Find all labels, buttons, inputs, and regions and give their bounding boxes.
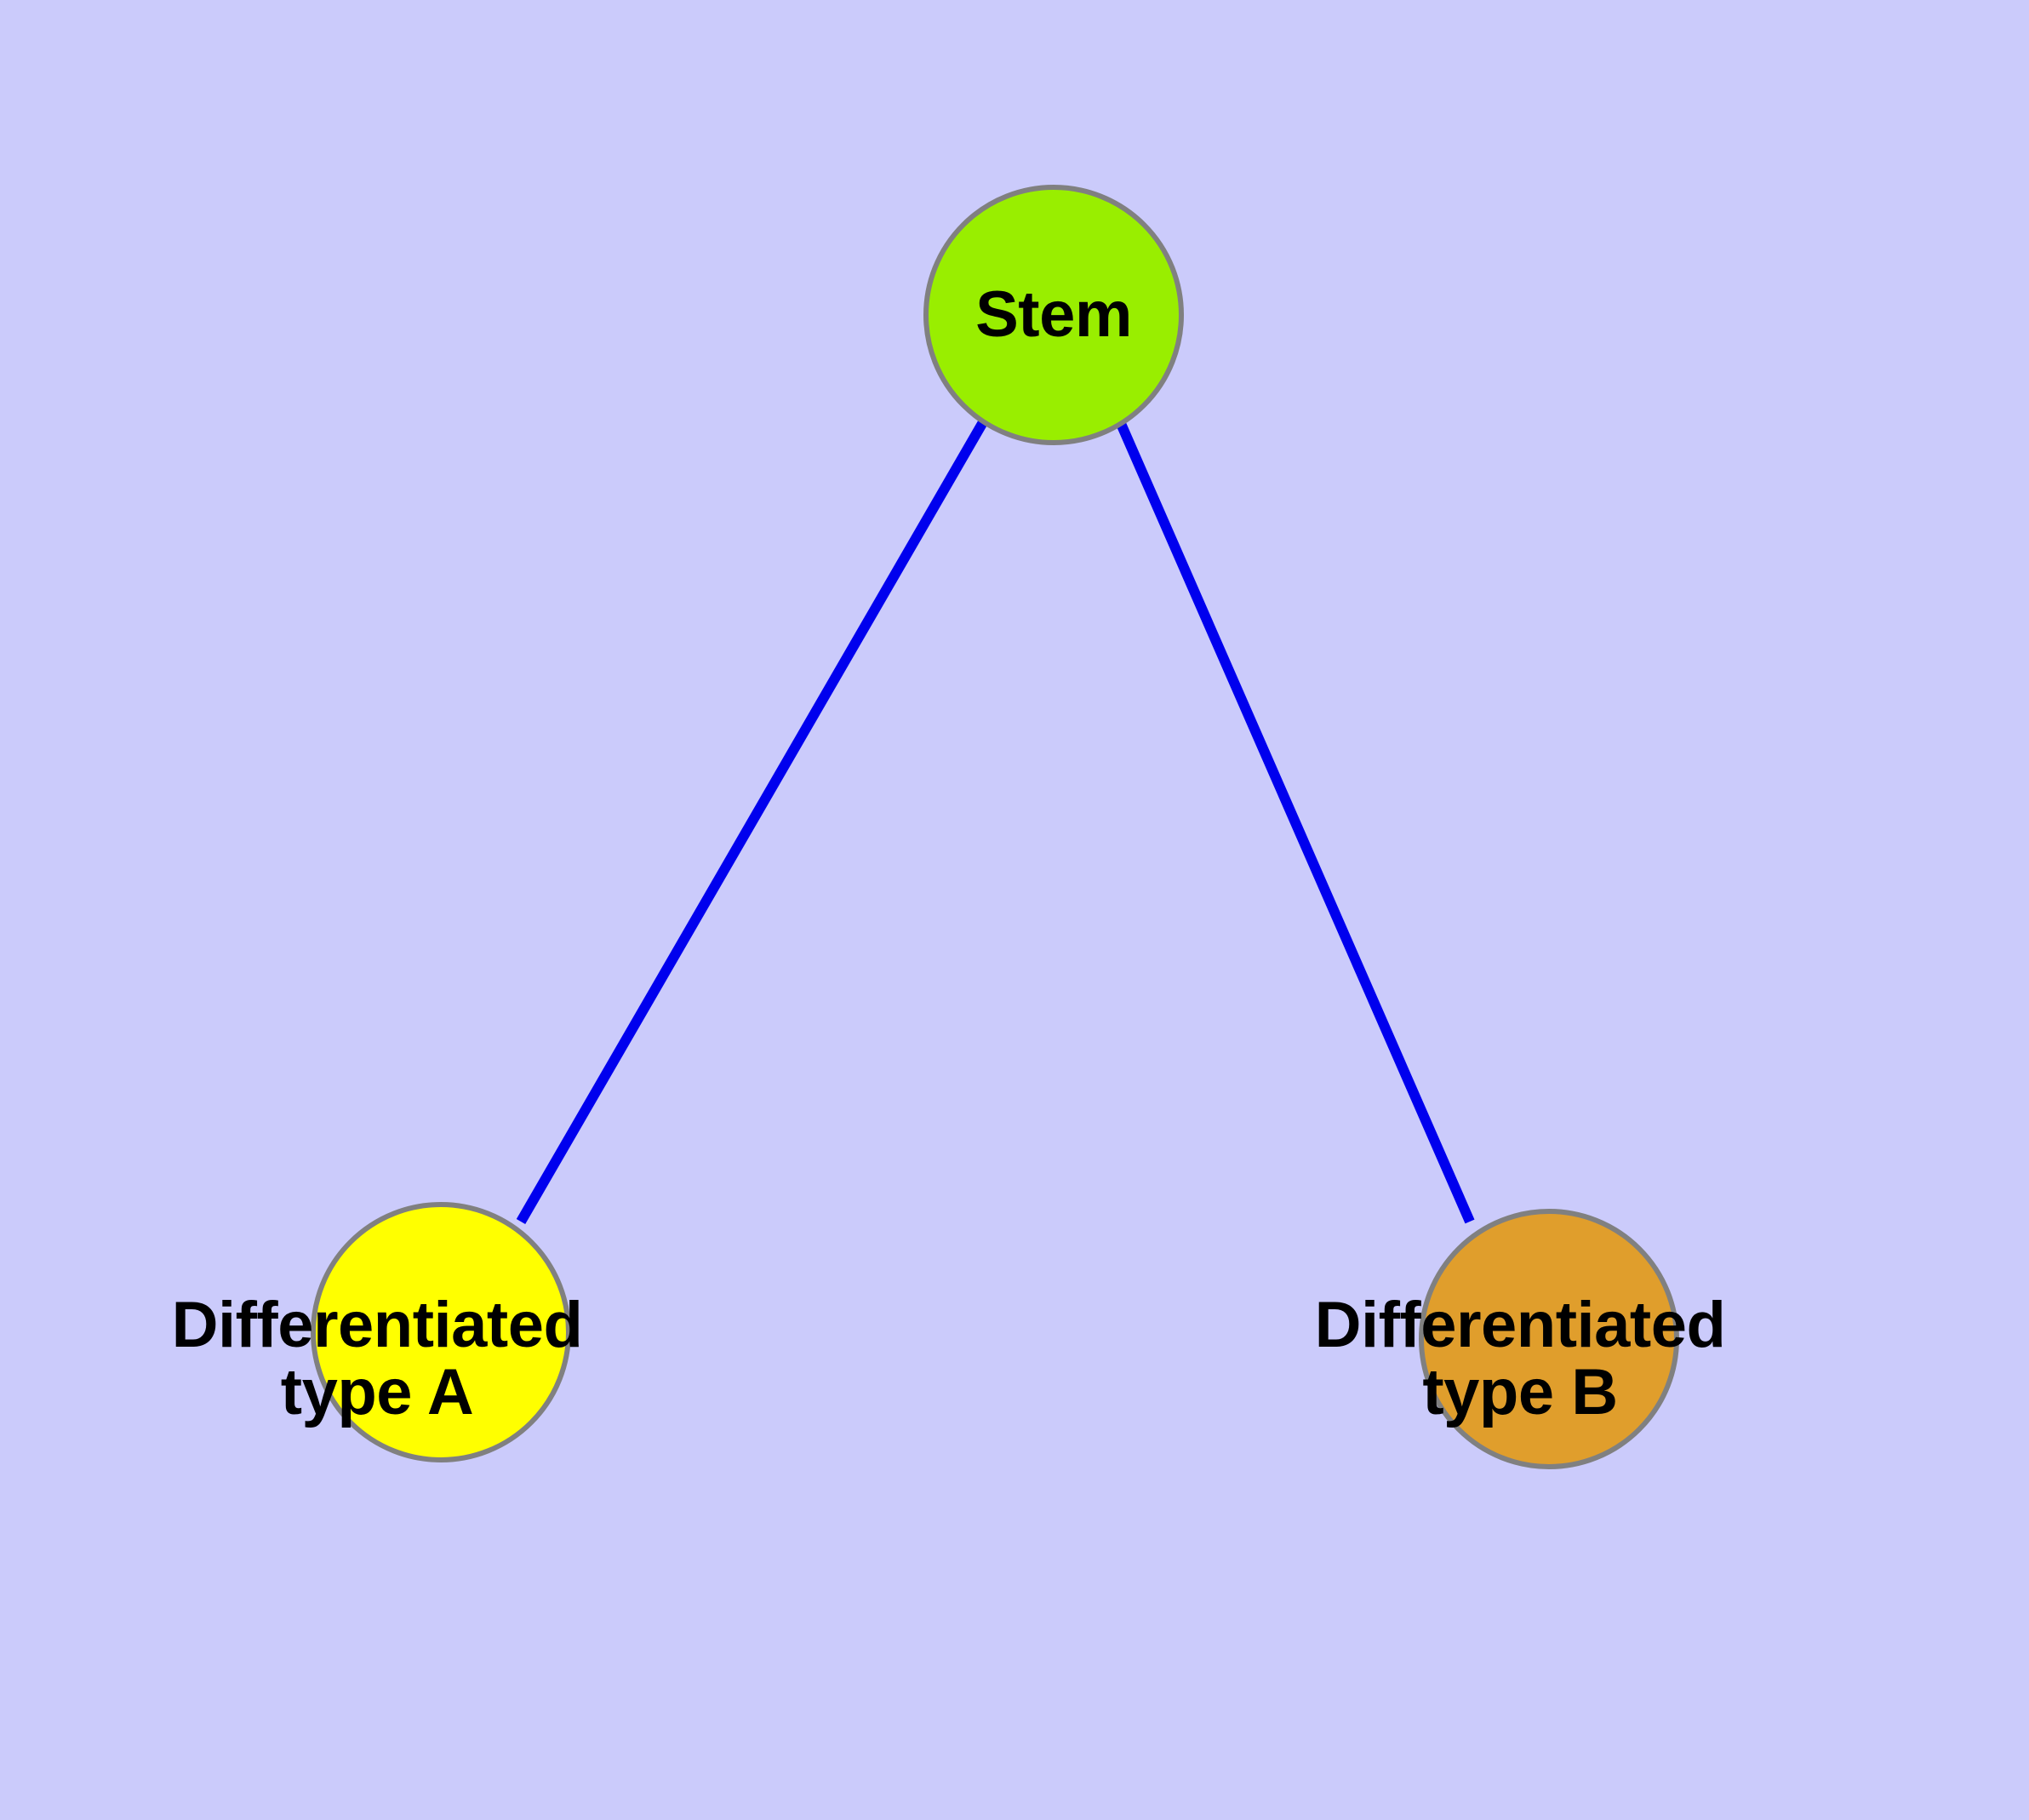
edge-stem-to-differentiated-type-a[interactable] xyxy=(516,419,988,1225)
node-stem[interactable] xyxy=(923,185,1184,445)
node-differentiated-type-b[interactable] xyxy=(1419,1209,1679,1469)
edge-stem-to-differentiated-type-b[interactable] xyxy=(1114,417,1475,1224)
node-layer xyxy=(311,185,1679,1469)
node-differentiated-type-a[interactable] xyxy=(311,1202,571,1462)
edge-layer xyxy=(516,417,1475,1225)
